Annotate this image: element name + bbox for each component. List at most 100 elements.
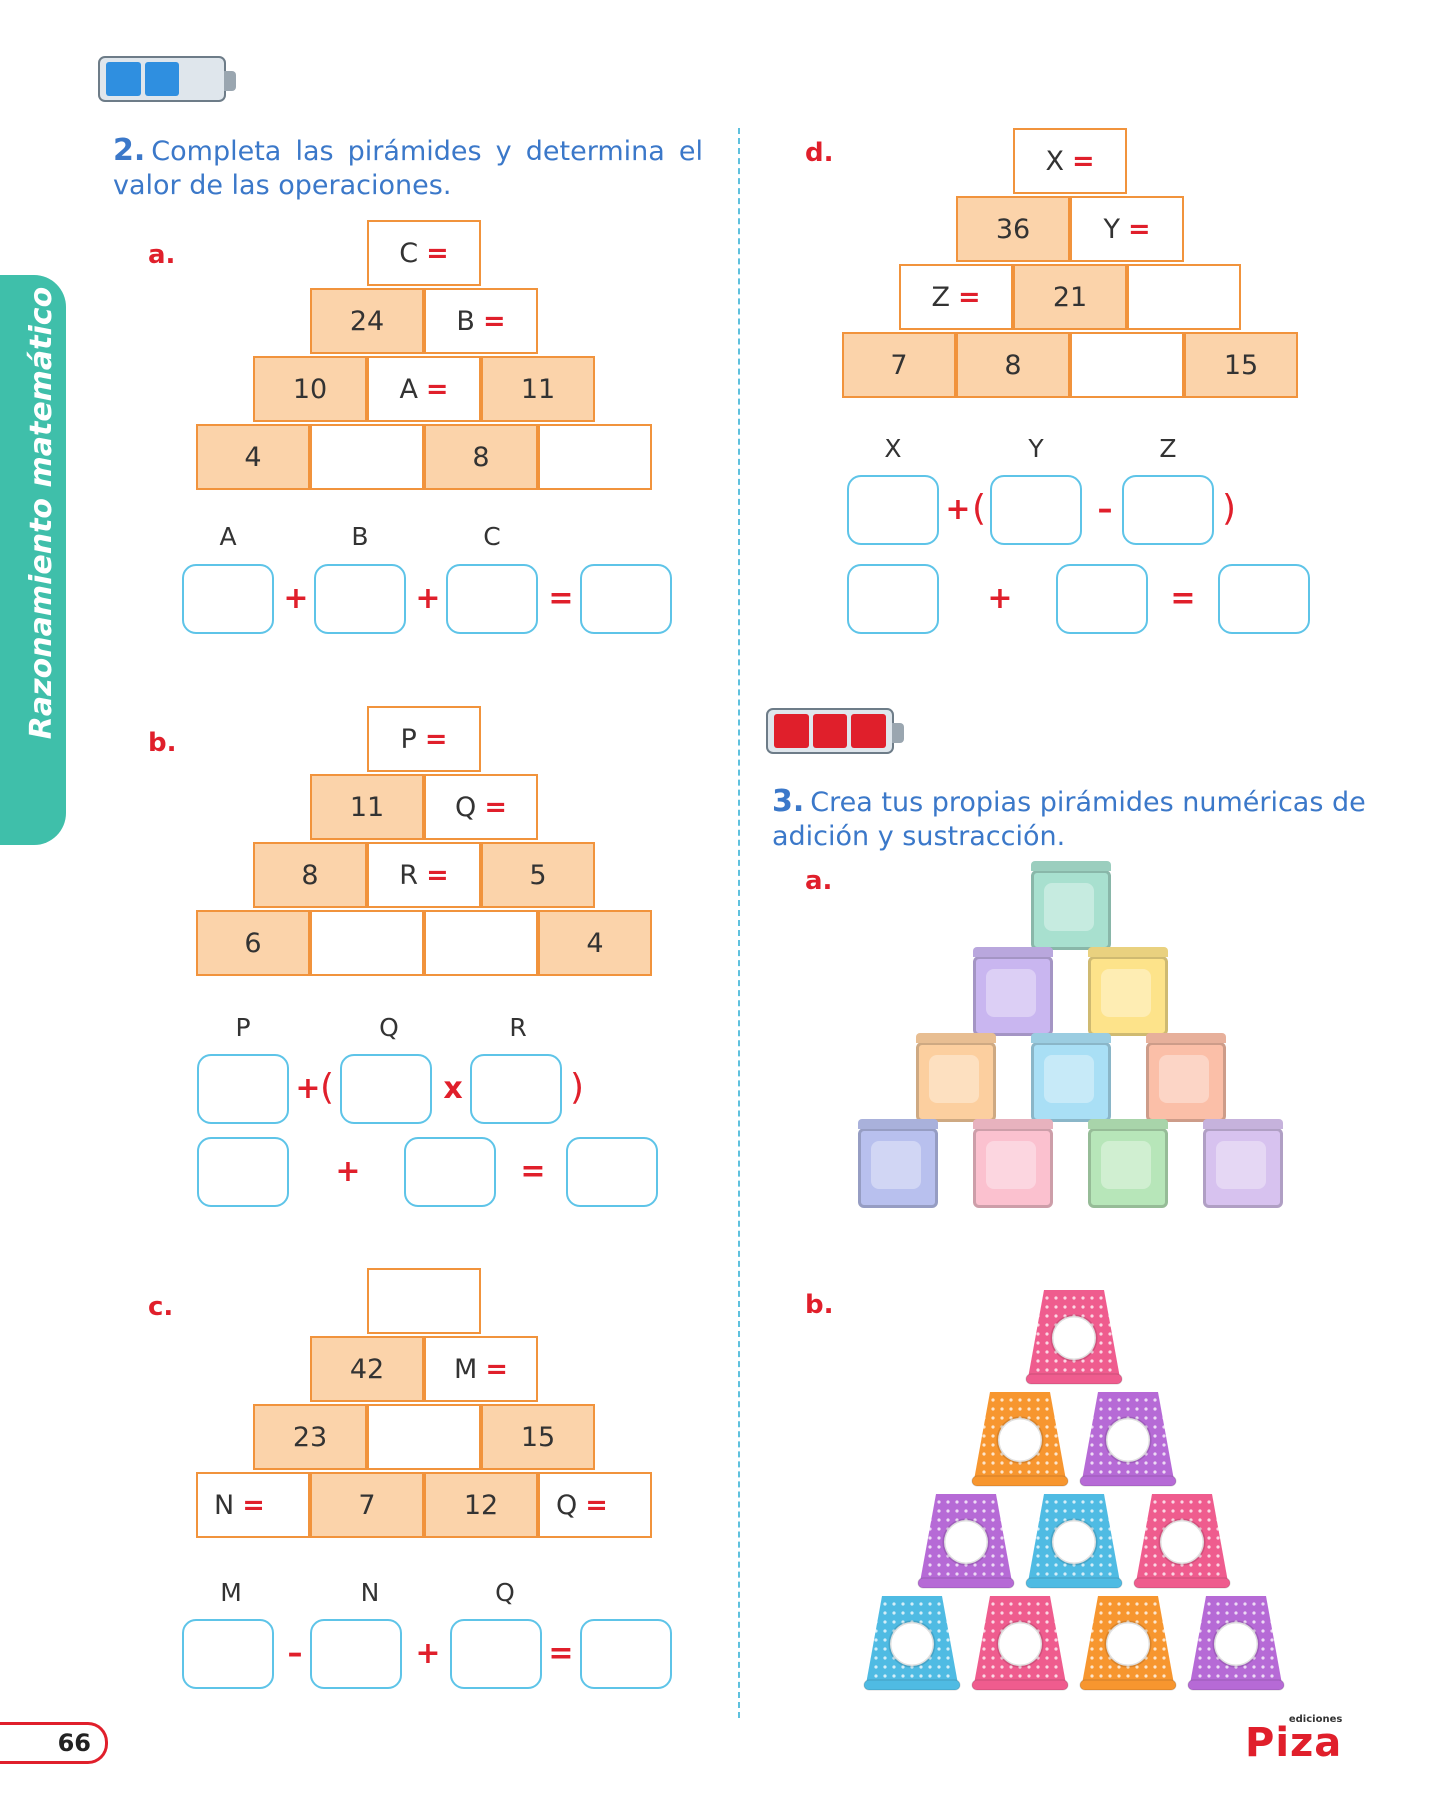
pyramid-cell[interactable]: Q= xyxy=(538,1472,652,1538)
answer-box[interactable] xyxy=(470,1054,562,1124)
level-3-battery-icon xyxy=(766,708,904,754)
pyramid-cell[interactable]: Q= xyxy=(424,774,538,840)
cube-block xyxy=(1030,861,1111,950)
plus-sign: + xyxy=(945,492,971,527)
answer-box[interactable] xyxy=(182,564,274,634)
exercise-2-number: 2. xyxy=(113,133,146,168)
answer-box[interactable] xyxy=(566,1137,658,1207)
answer-box[interactable] xyxy=(1218,564,1310,634)
pyramid-cell[interactable]: R= xyxy=(367,842,481,908)
answer-box[interactable] xyxy=(404,1137,496,1207)
pyramid-cell[interactable]: Z= xyxy=(899,264,1013,330)
letter: P xyxy=(235,1013,251,1042)
cube-block xyxy=(858,1119,938,1208)
exercise-3-text: Crea tus propias pirámides numéricas de … xyxy=(772,787,1366,852)
pyramid-cell: 42 xyxy=(310,1336,424,1402)
open-paren: ( xyxy=(320,1067,335,1108)
letter: R xyxy=(509,1013,527,1042)
exercise-3-number: 3. xyxy=(772,784,805,819)
pyramid-cell: 5 xyxy=(481,842,595,908)
pyramid-cell[interactable] xyxy=(310,910,424,976)
sidebar-tab xyxy=(0,275,66,845)
pyramid-cell[interactable] xyxy=(1127,264,1241,330)
answer-box[interactable] xyxy=(847,564,939,634)
pyramid-cell[interactable] xyxy=(1070,332,1184,398)
page-number: 66 xyxy=(0,1722,108,1764)
open-paren: ( xyxy=(972,488,987,529)
pyramid-cell[interactable]: M= xyxy=(424,1336,538,1402)
letter: X xyxy=(884,434,902,463)
label-3b: b. xyxy=(805,1290,834,1320)
pyramid-cell: 23 xyxy=(253,1404,367,1470)
letter: M xyxy=(220,1578,242,1607)
cube-block xyxy=(1203,1119,1283,1208)
pyramid-cell: 6 xyxy=(196,910,310,976)
pyramid-cell[interactable] xyxy=(367,1404,481,1470)
answer-box[interactable] xyxy=(340,1054,432,1124)
minus-sign: – xyxy=(287,1636,303,1671)
answer-box[interactable] xyxy=(580,564,672,634)
pyramid-cell[interactable]: Y= xyxy=(1070,196,1184,262)
letter: C xyxy=(483,522,501,551)
pyramid-cell: 8 xyxy=(253,842,367,908)
answer-box[interactable] xyxy=(182,1619,274,1689)
times-sign: x xyxy=(443,1071,463,1106)
cube-block xyxy=(973,947,1053,1036)
answer-box[interactable] xyxy=(1122,475,1214,545)
pyramid-cell[interactable] xyxy=(538,424,652,490)
answer-box[interactable] xyxy=(197,1054,289,1124)
exercise-2-text: Completa las pirámides y determina el va… xyxy=(113,136,703,201)
cup-icon xyxy=(1025,1290,1123,1385)
letter: Z xyxy=(1159,434,1177,463)
answer-box[interactable] xyxy=(1056,564,1148,634)
answer-box[interactable] xyxy=(314,564,406,634)
pyramid-cell: 8 xyxy=(424,424,538,490)
pyramid-cell: 15 xyxy=(481,1404,595,1470)
cup-icon xyxy=(917,1494,1015,1589)
answer-box[interactable] xyxy=(446,564,538,634)
plus-sign: + xyxy=(987,581,1013,616)
pyramid-cell[interactable]: P= xyxy=(367,706,481,772)
pyramid-cell[interactable]: C= xyxy=(367,220,481,286)
plus-sign: + xyxy=(283,581,309,616)
label-2c: c. xyxy=(148,1292,174,1322)
pyramid-cell[interactable]: B= xyxy=(424,288,538,354)
pyramid-cell: 7 xyxy=(310,1472,424,1538)
pyramid-cell[interactable] xyxy=(367,1268,481,1334)
answer-box[interactable] xyxy=(847,475,939,545)
letter: N xyxy=(360,1578,380,1607)
pyramid-cell[interactable] xyxy=(310,424,424,490)
answer-box[interactable] xyxy=(990,475,1082,545)
answer-box[interactable] xyxy=(310,1619,402,1689)
answer-box[interactable] xyxy=(580,1619,672,1689)
plus-sign: + xyxy=(335,1154,361,1189)
level-2-battery-icon xyxy=(98,56,236,102)
pyramid-cell: 36 xyxy=(956,196,1070,262)
pyramid-cell[interactable]: A= xyxy=(367,356,481,422)
cube-block xyxy=(1030,1033,1111,1122)
close-paren: ) xyxy=(570,1067,585,1108)
pyramid-cell: 4 xyxy=(196,424,310,490)
cube-block xyxy=(1088,1119,1168,1208)
plus-sign: + xyxy=(415,1636,441,1671)
cup-icon xyxy=(1187,1596,1285,1691)
plus-sign: + xyxy=(295,1071,321,1106)
label-3a: a. xyxy=(805,866,833,896)
cup-icon xyxy=(1079,1596,1177,1691)
label-2d: d. xyxy=(805,138,834,168)
pyramid-cell: 8 xyxy=(956,332,1070,398)
pyramid-cell[interactable]: N= xyxy=(196,1472,310,1538)
pyramid-cell: 7 xyxy=(842,332,956,398)
equals-sign: = xyxy=(548,1636,574,1671)
answer-box[interactable] xyxy=(450,1619,542,1689)
letter: Q xyxy=(379,1013,399,1042)
pyramid-cell[interactable]: X= xyxy=(1013,128,1127,194)
letter: A xyxy=(219,522,237,551)
exercise-2-title: 2.Completa las pirámides y determina el … xyxy=(113,134,703,203)
pyramid-cell[interactable] xyxy=(424,910,538,976)
pyramid-cell: 21 xyxy=(1013,264,1127,330)
cup-icon xyxy=(971,1392,1069,1487)
pyramid-cell: 11 xyxy=(481,356,595,422)
answer-box[interactable] xyxy=(197,1137,289,1207)
cup-icon xyxy=(1133,1494,1231,1589)
